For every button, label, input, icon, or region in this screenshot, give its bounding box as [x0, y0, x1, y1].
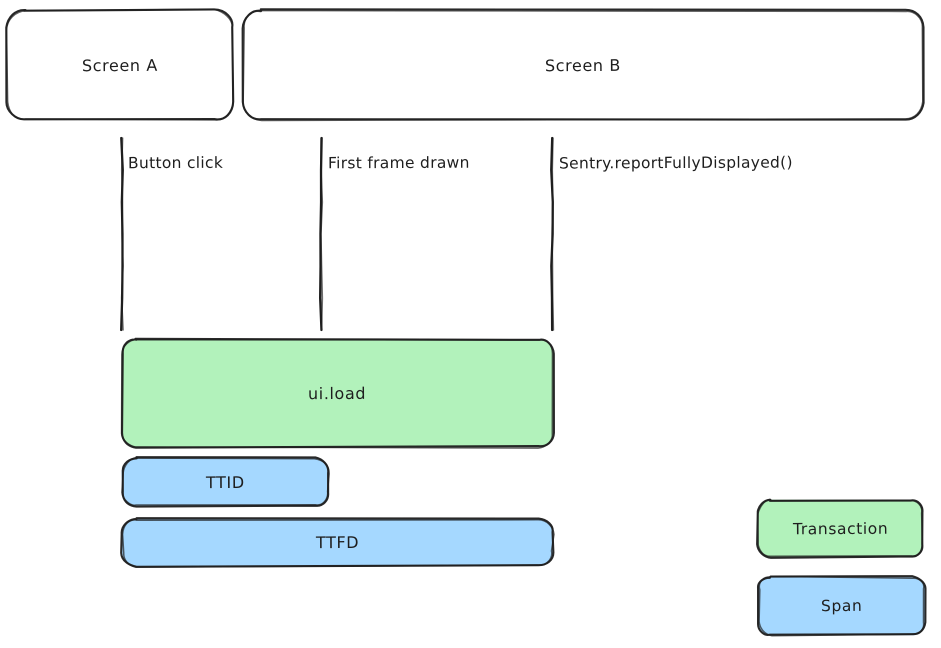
legend-span-label: Span [820, 596, 863, 616]
marker-label-first-frame-drawn: First frame drawn [327, 153, 470, 173]
bar-ttid[interactable]: TTID [122, 458, 329, 506]
bar-ttfd[interactable]: TTFD [122, 519, 553, 566]
marker-label-button-click: Button click [127, 153, 224, 173]
screen-box-b-label: Screen B [545, 55, 621, 75]
screen-box-a[interactable]: Screen A [7, 10, 233, 120]
bar-ttfd-label: TTFD [315, 532, 360, 553]
marker-line-report-fully-displayed[interactable] [547, 138, 557, 330]
legend-transaction-label: Transaction [792, 519, 889, 538]
bar-ui-load-label: ui.load [308, 383, 367, 403]
marker-line-first-frame-drawn[interactable] [316, 138, 326, 330]
bar-ui-load[interactable]: ui.load [122, 339, 553, 447]
marker-label-report-fully-displayed: Sentry.reportFullyDisplayed() [558, 153, 793, 173]
marker-line-button-click[interactable] [117, 138, 127, 330]
legend-transaction[interactable]: Transaction [758, 500, 923, 557]
screen-box-b[interactable]: Screen B [243, 10, 923, 120]
screen-box-a-label: Screen A [82, 55, 158, 75]
legend-span[interactable]: Span [758, 577, 925, 635]
bar-ttid-label: TTID [206, 472, 245, 492]
